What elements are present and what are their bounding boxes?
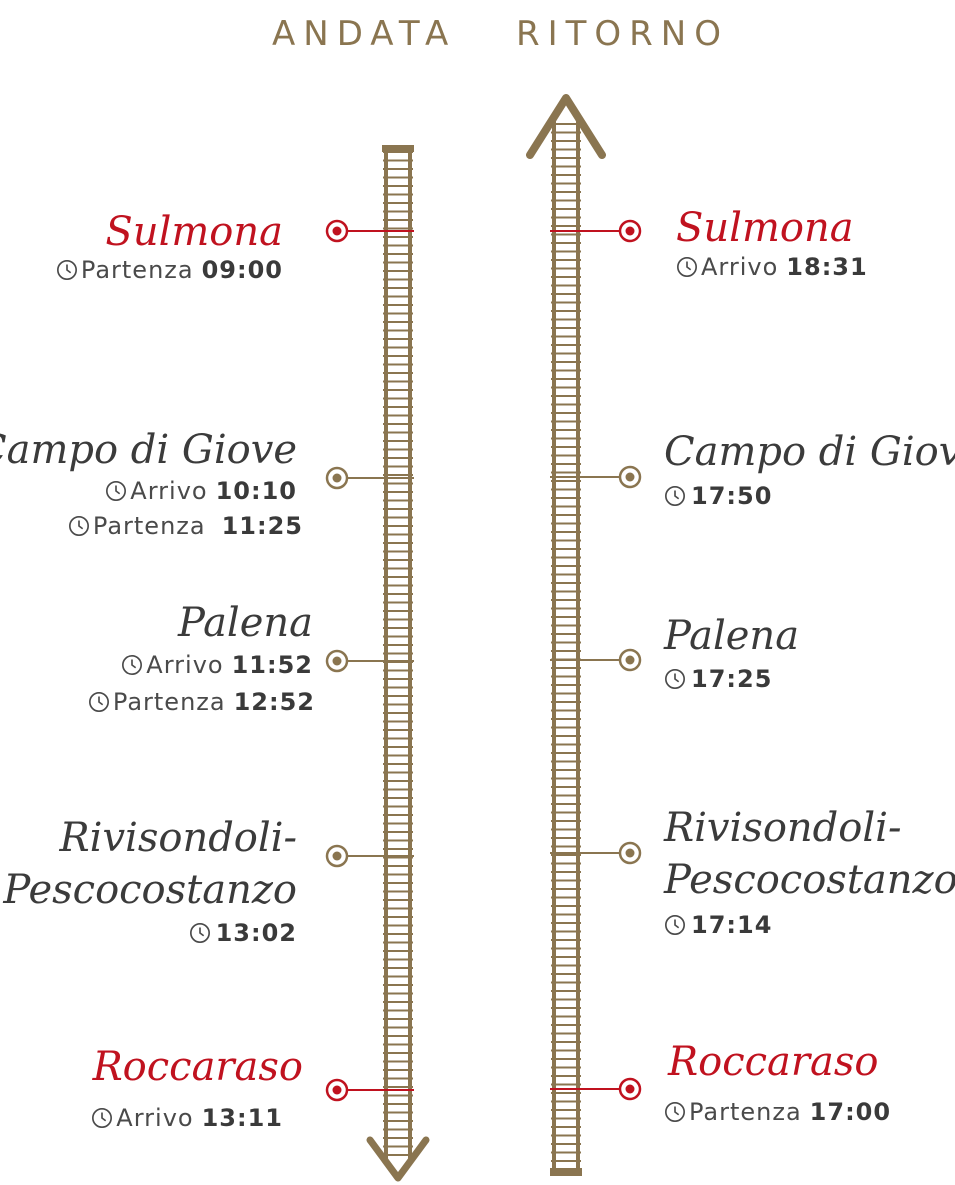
clock-icon [677,257,697,277]
ritorno-station-marker-dot [625,472,635,482]
andata-station-roccaraso: Roccaraso [92,1044,303,1090]
andata-station-marker-dot [332,473,342,483]
clock-icon [665,1102,685,1122]
ritorno-station-palena: Palena [664,613,800,659]
clock-icon [665,486,685,506]
clock-icon [106,481,127,501]
andata-station-campo-di-giove: Campo di Giove [0,427,297,473]
ritorno-station-rivisondoli-line2: Pescocostanzo [664,857,955,903]
clock-icon [665,669,685,689]
ritorno-campo-time: 17:50 [664,484,772,508]
clock-icon [56,260,77,280]
ritorno-station-marker-dot [625,1084,635,1094]
ritorno-rivisondoli-time: 17:14 [664,913,772,937]
clock-icon [88,692,109,712]
clock-icon [189,923,210,943]
ritorno-direction-arrow [526,94,606,159]
ritorno-palena-time: 17:25 [664,667,772,691]
ritorno-station-marker-dot [625,226,635,236]
ritorno-station-sulmona: Sulmona [676,205,854,251]
ritorno-station-campo-di-giove: Campo di Giove [664,429,955,475]
ritorno-station-marker-dot [625,848,635,858]
ritorno-heading: RITORNO [516,14,730,54]
clock-icon [92,1108,113,1128]
andata-direction-arrow [366,1136,430,1182]
clock-icon [68,516,89,536]
andata-track-start-cap [382,145,414,152]
ritorno-station-rivisondoli-line1: Rivisondoli- [664,805,902,851]
clock-icon [122,655,143,675]
andata-station-sulmona: Sulmona [105,209,283,255]
andata-rivisondoli-time: 13:02 [189,921,297,945]
andata-station-palena: Palena [177,600,313,646]
clock-icon [665,915,685,935]
andata-station-rivisondoli-line2: Pescocostanzo [3,867,297,913]
andata-station-marker-dot [332,1085,342,1095]
ritorno-track-end-cap [550,1168,582,1176]
ritorno-station-roccaraso: Roccaraso [668,1039,879,1085]
andata-heading: ANDATA [272,14,457,54]
ritorno-station-marker-dot [625,655,635,665]
andata-station-rivisondoli-line1: Rivisondoli- [59,815,297,861]
andata-station-marker-dot [332,851,342,861]
andata-station-marker-dot [332,226,342,236]
andata-station-marker-dot [332,656,342,666]
